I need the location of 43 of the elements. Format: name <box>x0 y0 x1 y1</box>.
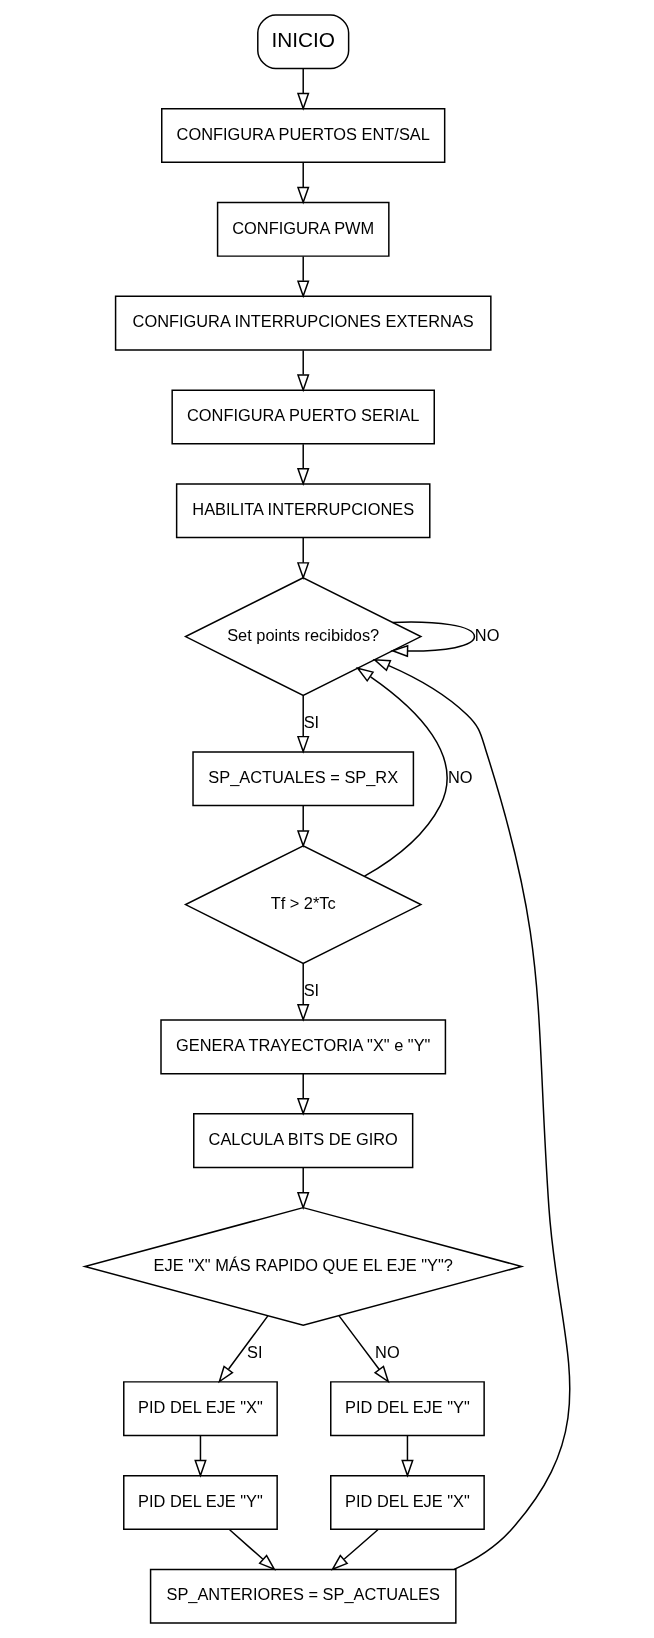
edge-label: NO <box>374 1342 400 1361</box>
node-box: CONFIGURA INTERRUPCIONES EXTERNAS <box>114 295 492 351</box>
arrow <box>296 162 309 205</box>
node-diamond: Set points recibidos? <box>183 576 422 697</box>
edge-label: SI <box>303 712 319 731</box>
arrow <box>296 805 309 849</box>
edge-label: SI <box>246 1342 263 1361</box>
node-box: PID DEL EJE "X" <box>122 1381 278 1437</box>
arrow <box>296 349 309 393</box>
edge-label: SI <box>303 980 319 999</box>
edge-label: NO <box>474 625 499 644</box>
node-box: CALCULA BITS DE GIRO <box>192 1113 413 1169</box>
node-box: INICIO <box>256 14 349 70</box>
node-box: CONFIGURA PUERTOS ENT/SAL <box>160 107 445 164</box>
node-diamond: EJE "X" MÁS RAPIDO QUE EL EJE "Y"? <box>81 1206 524 1327</box>
arrow <box>355 667 448 877</box>
node-box: PID DEL EJE "Y" <box>122 1474 278 1531</box>
arrow <box>217 1315 269 1384</box>
arrow <box>296 68 309 111</box>
node-box: GENERA TRAYECTORIA "X" e "Y" <box>159 1019 446 1075</box>
arrow <box>296 1166 309 1210</box>
node-diamond: Tf > 2*Tc <box>183 844 422 965</box>
arrow <box>193 1435 207 1478</box>
node-box: HABILITA INTERRUPCIONES <box>175 483 431 539</box>
node-box: PID DEL EJE "X" <box>329 1474 485 1531</box>
arrow <box>296 962 309 1022</box>
arrow <box>296 694 309 754</box>
arrow <box>337 1315 390 1384</box>
arrow <box>296 255 309 299</box>
arrow <box>330 1529 379 1571</box>
node-box: CONFIGURA PWM <box>216 201 390 257</box>
node-box: SP_ACTUALES = SP_RX <box>191 751 414 807</box>
node-box: PID DEL EJE "Y" <box>329 1381 485 1437</box>
arrow <box>228 1529 276 1571</box>
node-box: CONFIGURA PUERTO SERIAL <box>170 389 435 445</box>
arrow <box>296 536 309 581</box>
edge-label: NO <box>447 767 473 786</box>
arrow <box>372 658 570 1571</box>
arrow <box>400 1435 414 1478</box>
node-box: SP_ANTERIORES = SP_ACTUALES <box>149 1568 457 1624</box>
arrow <box>296 443 309 486</box>
arrow <box>296 1073 309 1116</box>
arrow <box>389 621 475 658</box>
